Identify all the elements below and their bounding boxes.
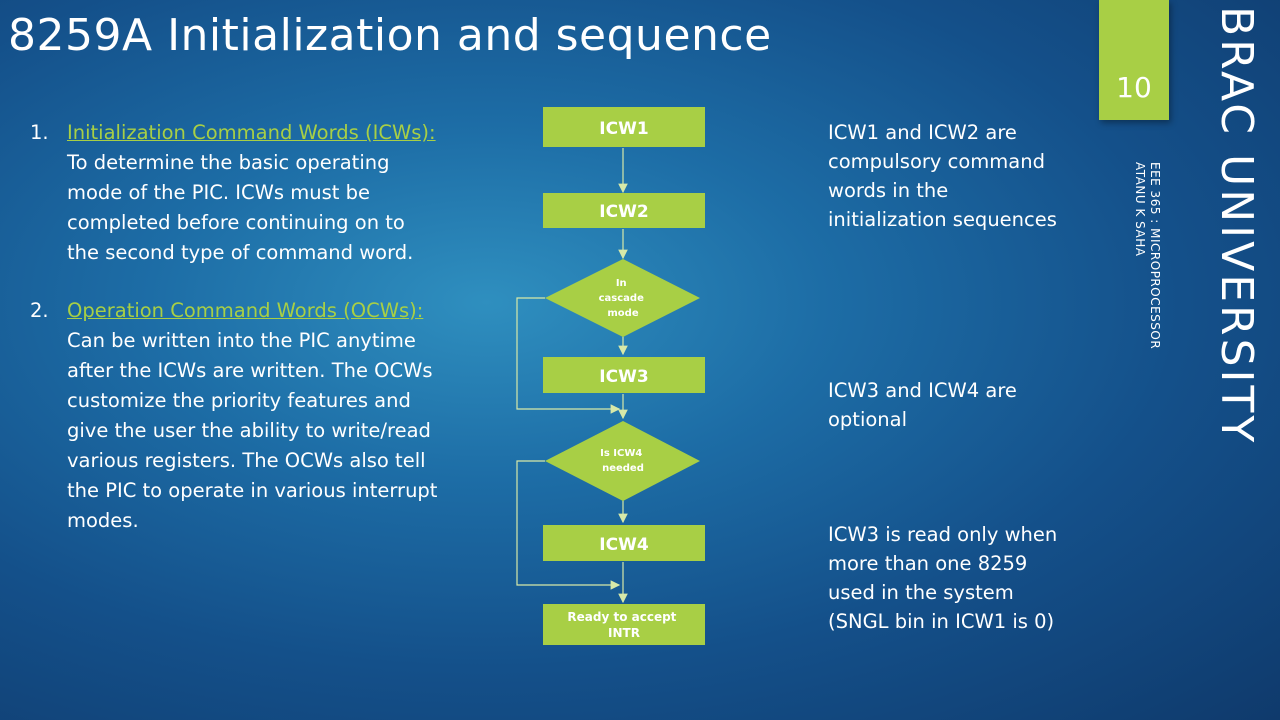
- note-optional: ICW3 and ICW4 are optional: [828, 379, 1017, 431]
- ocw-description: Can be written into the PIC anytime afte…: [67, 329, 438, 532]
- icw4-label: ICW4: [599, 535, 649, 555]
- ready-box: Ready to accept INTR: [543, 604, 705, 645]
- brand-text: BRAC UNIVERSITY: [1211, 6, 1262, 446]
- page-number: 10: [1116, 71, 1152, 104]
- note-compulsory: ICW1 and ICW2 are compulsory command wor…: [828, 121, 1057, 231]
- list-item-ocw: 2. Operation Command Words (OCWs): Can b…: [30, 296, 440, 536]
- decision1-line1: In: [616, 278, 627, 289]
- icw3-label: ICW3: [599, 367, 648, 387]
- list-number: 1.: [30, 121, 49, 144]
- bypass-connector-icw4: [516, 460, 621, 590]
- icw1-box: ICW1: [543, 107, 705, 147]
- ocw-term: Operation Command Words (OCWs):: [67, 299, 424, 322]
- course-name: EEE 365 : MICROPROCESSOR: [1148, 162, 1162, 350]
- icw4-needed-decision: Is ICW4 needed: [545, 421, 700, 501]
- icw2-box: ICW2: [543, 193, 705, 228]
- final-line2: INTR: [608, 626, 640, 640]
- svg-text:Is ICW4 needed: Is ICW4 needed: [600, 448, 646, 474]
- decision1-line3: mode: [607, 308, 638, 319]
- list-item-icw: 1. Initialization Command Words (ICWs): …: [30, 118, 440, 268]
- icw3-box: ICW3: [543, 357, 705, 393]
- course-info: EEE 365 : MICROPROCESSOR ATANU K SAHA: [1132, 162, 1162, 349]
- note-icw3-condition: ICW3 is read only when more than one 825…: [828, 523, 1058, 633]
- icw-term: Initialization Command Words (ICWs):: [67, 121, 436, 144]
- icw2-label: ICW2: [599, 202, 648, 222]
- icw1-label: ICW1: [599, 119, 648, 139]
- cascade-decision: In cascade mode: [545, 259, 700, 337]
- final-line1: Ready to accept: [567, 610, 676, 624]
- icw4-box: ICW4: [543, 525, 705, 561]
- decision1-line2: cascade: [599, 293, 644, 304]
- bypass-connector-icw3: [516, 297, 621, 414]
- decision2-line1: Is ICW4: [600, 448, 642, 459]
- svg-text:In cascade mode: In cascade mode: [599, 278, 648, 319]
- page-number-tab: 10: [1099, 0, 1169, 120]
- svg-text:Ready to accept INTR: Ready to accept INTR: [567, 610, 680, 640]
- slide-title: 8259A Initialization and sequence: [8, 10, 772, 61]
- list-number: 2.: [30, 299, 49, 322]
- command-word-list: 1. Initialization Command Words (ICWs): …: [30, 118, 440, 536]
- decision2-line2: needed: [602, 463, 644, 474]
- author-name: ATANU K SAHA: [1133, 162, 1147, 257]
- icw-description: To determine the basic operating mode of…: [67, 151, 414, 264]
